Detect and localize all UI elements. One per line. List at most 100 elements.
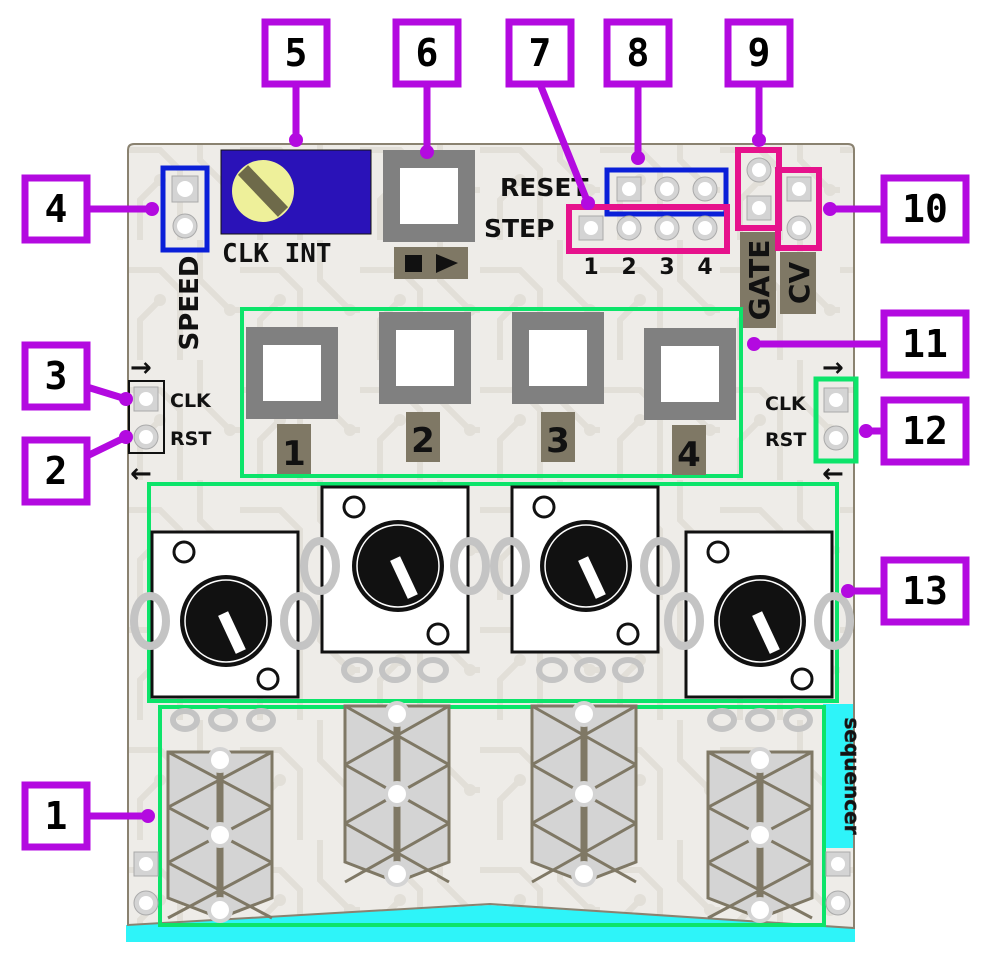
callout-dot bbox=[747, 337, 761, 351]
callout-number: 4 bbox=[45, 187, 68, 231]
callout-number: 7 bbox=[529, 31, 552, 75]
left-bottom-pins bbox=[133, 851, 159, 916]
callout-dot bbox=[289, 133, 303, 147]
callout-dot bbox=[631, 151, 645, 165]
right-arrow-out: ← bbox=[822, 459, 844, 489]
reset-label: RESET bbox=[500, 173, 588, 202]
cv-tag: CV bbox=[780, 252, 816, 314]
knob-indicator bbox=[218, 611, 246, 654]
button-tag-1: 1 bbox=[277, 424, 311, 474]
cv-header[interactable] bbox=[775, 167, 822, 251]
callout-number: 10 bbox=[902, 187, 948, 231]
step-number-2: 2 bbox=[621, 255, 636, 280]
callout-number: 11 bbox=[902, 322, 948, 366]
callout-number: 13 bbox=[902, 569, 948, 613]
step-button-4[interactable] bbox=[644, 328, 736, 420]
potentiometer-3[interactable] bbox=[490, 485, 680, 654]
callout-dot bbox=[823, 202, 837, 216]
clk-int-label: CLK INT bbox=[222, 239, 332, 269]
step-label: STEP bbox=[484, 214, 554, 243]
right-arrow-in: → bbox=[822, 353, 844, 383]
callout-12: 12 bbox=[859, 396, 970, 466]
callout-number: 5 bbox=[285, 31, 308, 75]
gate-label: GATE bbox=[743, 240, 776, 321]
step-buttons-group bbox=[240, 307, 743, 478]
left-rst-label: RST bbox=[170, 428, 211, 450]
touch-pad-4[interactable] bbox=[706, 747, 814, 923]
button-tag-2: 2 bbox=[406, 412, 440, 462]
step-number-3: 3 bbox=[659, 255, 674, 280]
step-button-2[interactable] bbox=[379, 312, 471, 404]
callout-6: 6 bbox=[392, 18, 462, 159]
callout-number: 9 bbox=[748, 31, 771, 75]
step-button-1[interactable] bbox=[246, 327, 338, 419]
callout-2: 2 bbox=[21, 430, 133, 506]
button-tag-3: 3 bbox=[541, 412, 575, 462]
callout-dot bbox=[145, 202, 159, 216]
step-button-3[interactable] bbox=[512, 312, 604, 404]
gate-header[interactable] bbox=[735, 147, 782, 231]
potentiometer-4[interactable] bbox=[664, 530, 854, 699]
left-clk-label: CLK bbox=[170, 390, 212, 412]
right-clk-rst-header[interactable] bbox=[813, 376, 859, 464]
callout-dot bbox=[141, 809, 155, 823]
gate-tag: GATE bbox=[740, 232, 776, 328]
speed-header[interactable] bbox=[160, 165, 210, 253]
callout-7: 7 bbox=[505, 18, 595, 210]
callout-3: 3 bbox=[21, 341, 133, 411]
svg-text:2: 2 bbox=[411, 421, 435, 461]
knob-indicator bbox=[752, 611, 780, 654]
callout-number: 6 bbox=[416, 31, 439, 75]
touch-pad-3[interactable] bbox=[530, 701, 638, 887]
left-clk-rst-header[interactable] bbox=[128, 380, 165, 454]
potentiometer-1[interactable] bbox=[130, 530, 320, 699]
touch-pad-2[interactable] bbox=[343, 701, 451, 887]
callout-1: 1 bbox=[21, 781, 155, 851]
left-arrow-out: ← bbox=[130, 459, 152, 489]
speed-label: SPEED bbox=[175, 256, 205, 351]
callout-dot bbox=[752, 133, 766, 147]
play-stop-tag bbox=[394, 247, 468, 279]
button-tag-4: 4 bbox=[672, 425, 706, 475]
svg-text:1: 1 bbox=[282, 434, 306, 474]
callout-5: 5 bbox=[261, 18, 331, 147]
callout-number: 8 bbox=[627, 31, 650, 75]
callout-dot bbox=[119, 392, 133, 406]
knob-indicator bbox=[390, 556, 418, 599]
touch-pad-1[interactable] bbox=[166, 747, 274, 923]
touch-pad-row-1 bbox=[170, 708, 276, 732]
callout-10: 10 bbox=[823, 174, 970, 244]
touch-pads-group bbox=[158, 705, 826, 927]
right-rst-label: RST bbox=[765, 429, 806, 451]
pot-pad-row-1 bbox=[341, 657, 449, 683]
cv-label: CV bbox=[783, 262, 816, 305]
clk-int-trimmer[interactable] bbox=[220, 149, 372, 235]
pot-pad-row-2 bbox=[536, 657, 644, 683]
callout-dot bbox=[420, 145, 434, 159]
callout-11: 11 bbox=[747, 309, 970, 379]
step-number-1: 1 bbox=[583, 255, 598, 280]
stop-icon bbox=[405, 255, 422, 272]
touch-pad-row-2 bbox=[707, 708, 813, 732]
svg-text:4: 4 bbox=[677, 435, 701, 475]
brand-label: sequencer bbox=[840, 717, 864, 834]
knob-indicator bbox=[578, 556, 606, 599]
step-header[interactable] bbox=[566, 204, 730, 254]
play-icon bbox=[436, 254, 458, 273]
callout-dot bbox=[119, 430, 133, 444]
callout-dot bbox=[841, 584, 855, 598]
callout-dot bbox=[859, 424, 873, 438]
play-stop-button[interactable] bbox=[383, 150, 475, 242]
callout-number: 2 bbox=[45, 449, 68, 493]
callout-number: 3 bbox=[45, 354, 68, 398]
callout-number: 12 bbox=[902, 409, 948, 453]
callout-8: 8 bbox=[603, 18, 673, 165]
callout-4: 4 bbox=[21, 174, 159, 244]
step-number-4: 4 bbox=[697, 255, 712, 280]
left-arrow-in: → bbox=[130, 353, 152, 383]
callout-dot bbox=[581, 196, 595, 210]
reset-header[interactable] bbox=[604, 167, 729, 217]
potentiometer-2[interactable] bbox=[300, 485, 490, 654]
sequencer-brand-tag: sequencer bbox=[823, 704, 864, 848]
